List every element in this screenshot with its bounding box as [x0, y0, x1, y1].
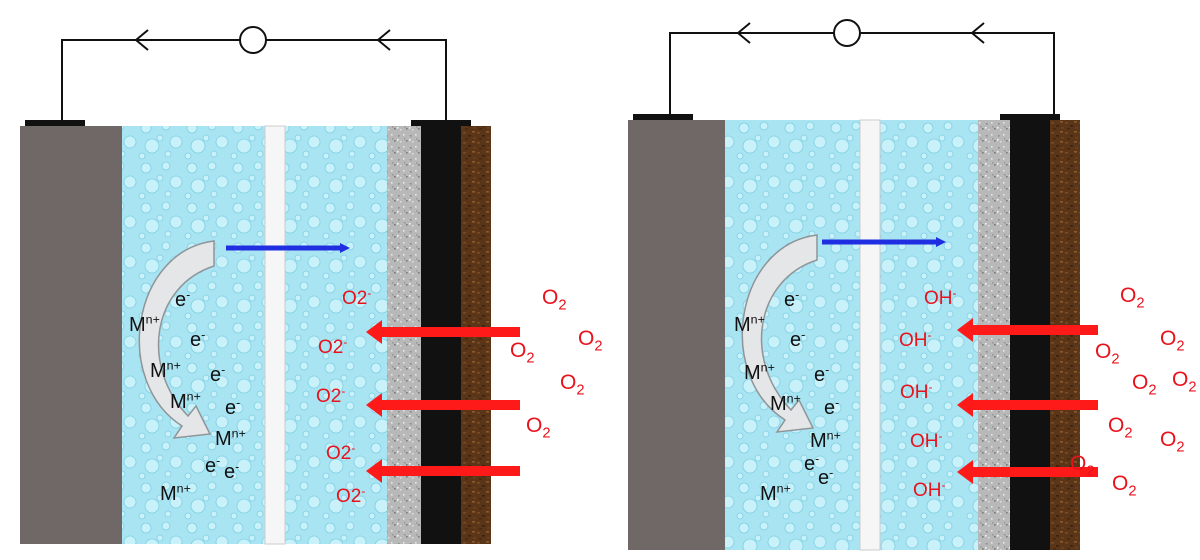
oxygen-inflow-arrow [967, 325, 1098, 335]
electron-label: e- [818, 465, 833, 489]
current-direction-icon [376, 29, 391, 51]
electrolyte-region [122, 126, 387, 544]
electron-label: e- [814, 362, 829, 386]
current-direction-icon [134, 29, 149, 51]
metal-anode [20, 126, 122, 544]
electron-label: e- [804, 451, 819, 475]
electron-label: e- [784, 287, 799, 311]
metal-ion-label: Mn+ [129, 312, 160, 336]
metal-ion-label: Mn+ [160, 481, 191, 505]
anode-terminal [25, 120, 85, 127]
oxygen-inflow-arrowhead [366, 393, 382, 417]
reduced-species-label: O2- [336, 485, 365, 507]
oxygen-molecule-label: O2 [510, 339, 535, 366]
metal-ion-label: Mn+ [150, 358, 181, 382]
panel-a: Mn+ e-e- Mn+ e- Mn+ e- Mn+ e- Mn+ e- O2- O2- O2- O2- O… [20, 26, 603, 545]
metal-anode [628, 120, 725, 550]
oxygen-molecule-label: O2 [1172, 368, 1197, 395]
reduced-species-label: OH- [910, 430, 943, 452]
circuit-wire [669, 32, 1055, 118]
reduced-species-label: O2- [326, 442, 355, 464]
current-direction-icon [736, 22, 751, 44]
oxygen-molecule-label: O2 [1095, 340, 1120, 367]
metal-ion-label: Mn+ [215, 426, 246, 450]
oxygen-molecule-label: O2 [578, 327, 603, 354]
reduced-species-label: OH- [913, 479, 946, 501]
anode-terminal [633, 114, 693, 121]
oxygen-inflow-arrowhead [957, 318, 973, 342]
metal-ion-label: Mn+ [744, 360, 775, 384]
separator [859, 119, 881, 551]
oxygen-molecule-label: O2 [526, 414, 551, 441]
electron-label: e- [175, 287, 190, 311]
oxygen-inflow-arrowhead [957, 393, 973, 417]
oxygen-molecule-label: O2 [1160, 428, 1185, 455]
metal-ion-label: Mn+ [734, 312, 765, 336]
metal-ion-label: Mn+ [170, 389, 201, 413]
electron-label: e- [205, 453, 220, 477]
oxygen-molecule-label: O2 [1160, 327, 1185, 354]
oxygen-molecule-label: O2 [1108, 414, 1133, 441]
electron-label: e- [210, 362, 225, 386]
metal-ion-label: Mn+ [760, 481, 791, 505]
oxygen-molecule-label: O2 [1120, 284, 1145, 311]
oxygen-inflow-arrow [376, 466, 520, 476]
oxygen-inflow-arrow [967, 400, 1098, 410]
reduced-species-label: O2- [342, 287, 371, 309]
metal-ion-label: Mn+ [810, 428, 841, 452]
oxygen-inflow-arrowhead [957, 460, 973, 484]
reduced-species-label: OH- [899, 329, 932, 351]
oxygen-molecule-label: O2 [1112, 472, 1137, 499]
electron-label: e- [824, 395, 839, 419]
reduced-species-label: O2- [316, 385, 345, 407]
oxygen-inflow-arrow [967, 467, 1098, 477]
ammeter [239, 26, 267, 54]
current-direction-icon [970, 22, 985, 44]
oxygen-inflow-arrowhead [366, 459, 382, 483]
oxygen-molecule-label: O2 [560, 371, 585, 398]
oxygen-molecule-label: O2 [1132, 371, 1157, 398]
oxygen-molecule-label: O2 [542, 286, 567, 313]
electron-label: e- [224, 459, 239, 483]
reduced-species-label: OH- [900, 381, 933, 403]
electron-label: e- [790, 327, 805, 351]
electrolyte-region [725, 120, 978, 550]
oxygen-inflow-arrow [376, 327, 520, 337]
electron-label: e- [225, 395, 240, 419]
ion-migration-arrow [741, 234, 818, 433]
reduced-species-label: O2- [318, 336, 347, 358]
oxygen-inflow-arrow [376, 400, 520, 410]
oxygen-inflow-arrowhead [366, 320, 382, 344]
separator [264, 125, 286, 545]
reduced-species-label: OH- [924, 287, 957, 309]
metal-ion-label: Mn+ [770, 391, 801, 415]
ammeter [833, 19, 861, 47]
ion-migration-arrow [138, 240, 215, 439]
electron-label: e- [190, 327, 205, 351]
oxygen-molecule-label: O2 [1070, 452, 1095, 479]
panel-b: Mn+e-e-Mn+e-Mn+e-Mn+e-Mn+e-OH-OH-OH-OH-O… [628, 19, 1197, 551]
